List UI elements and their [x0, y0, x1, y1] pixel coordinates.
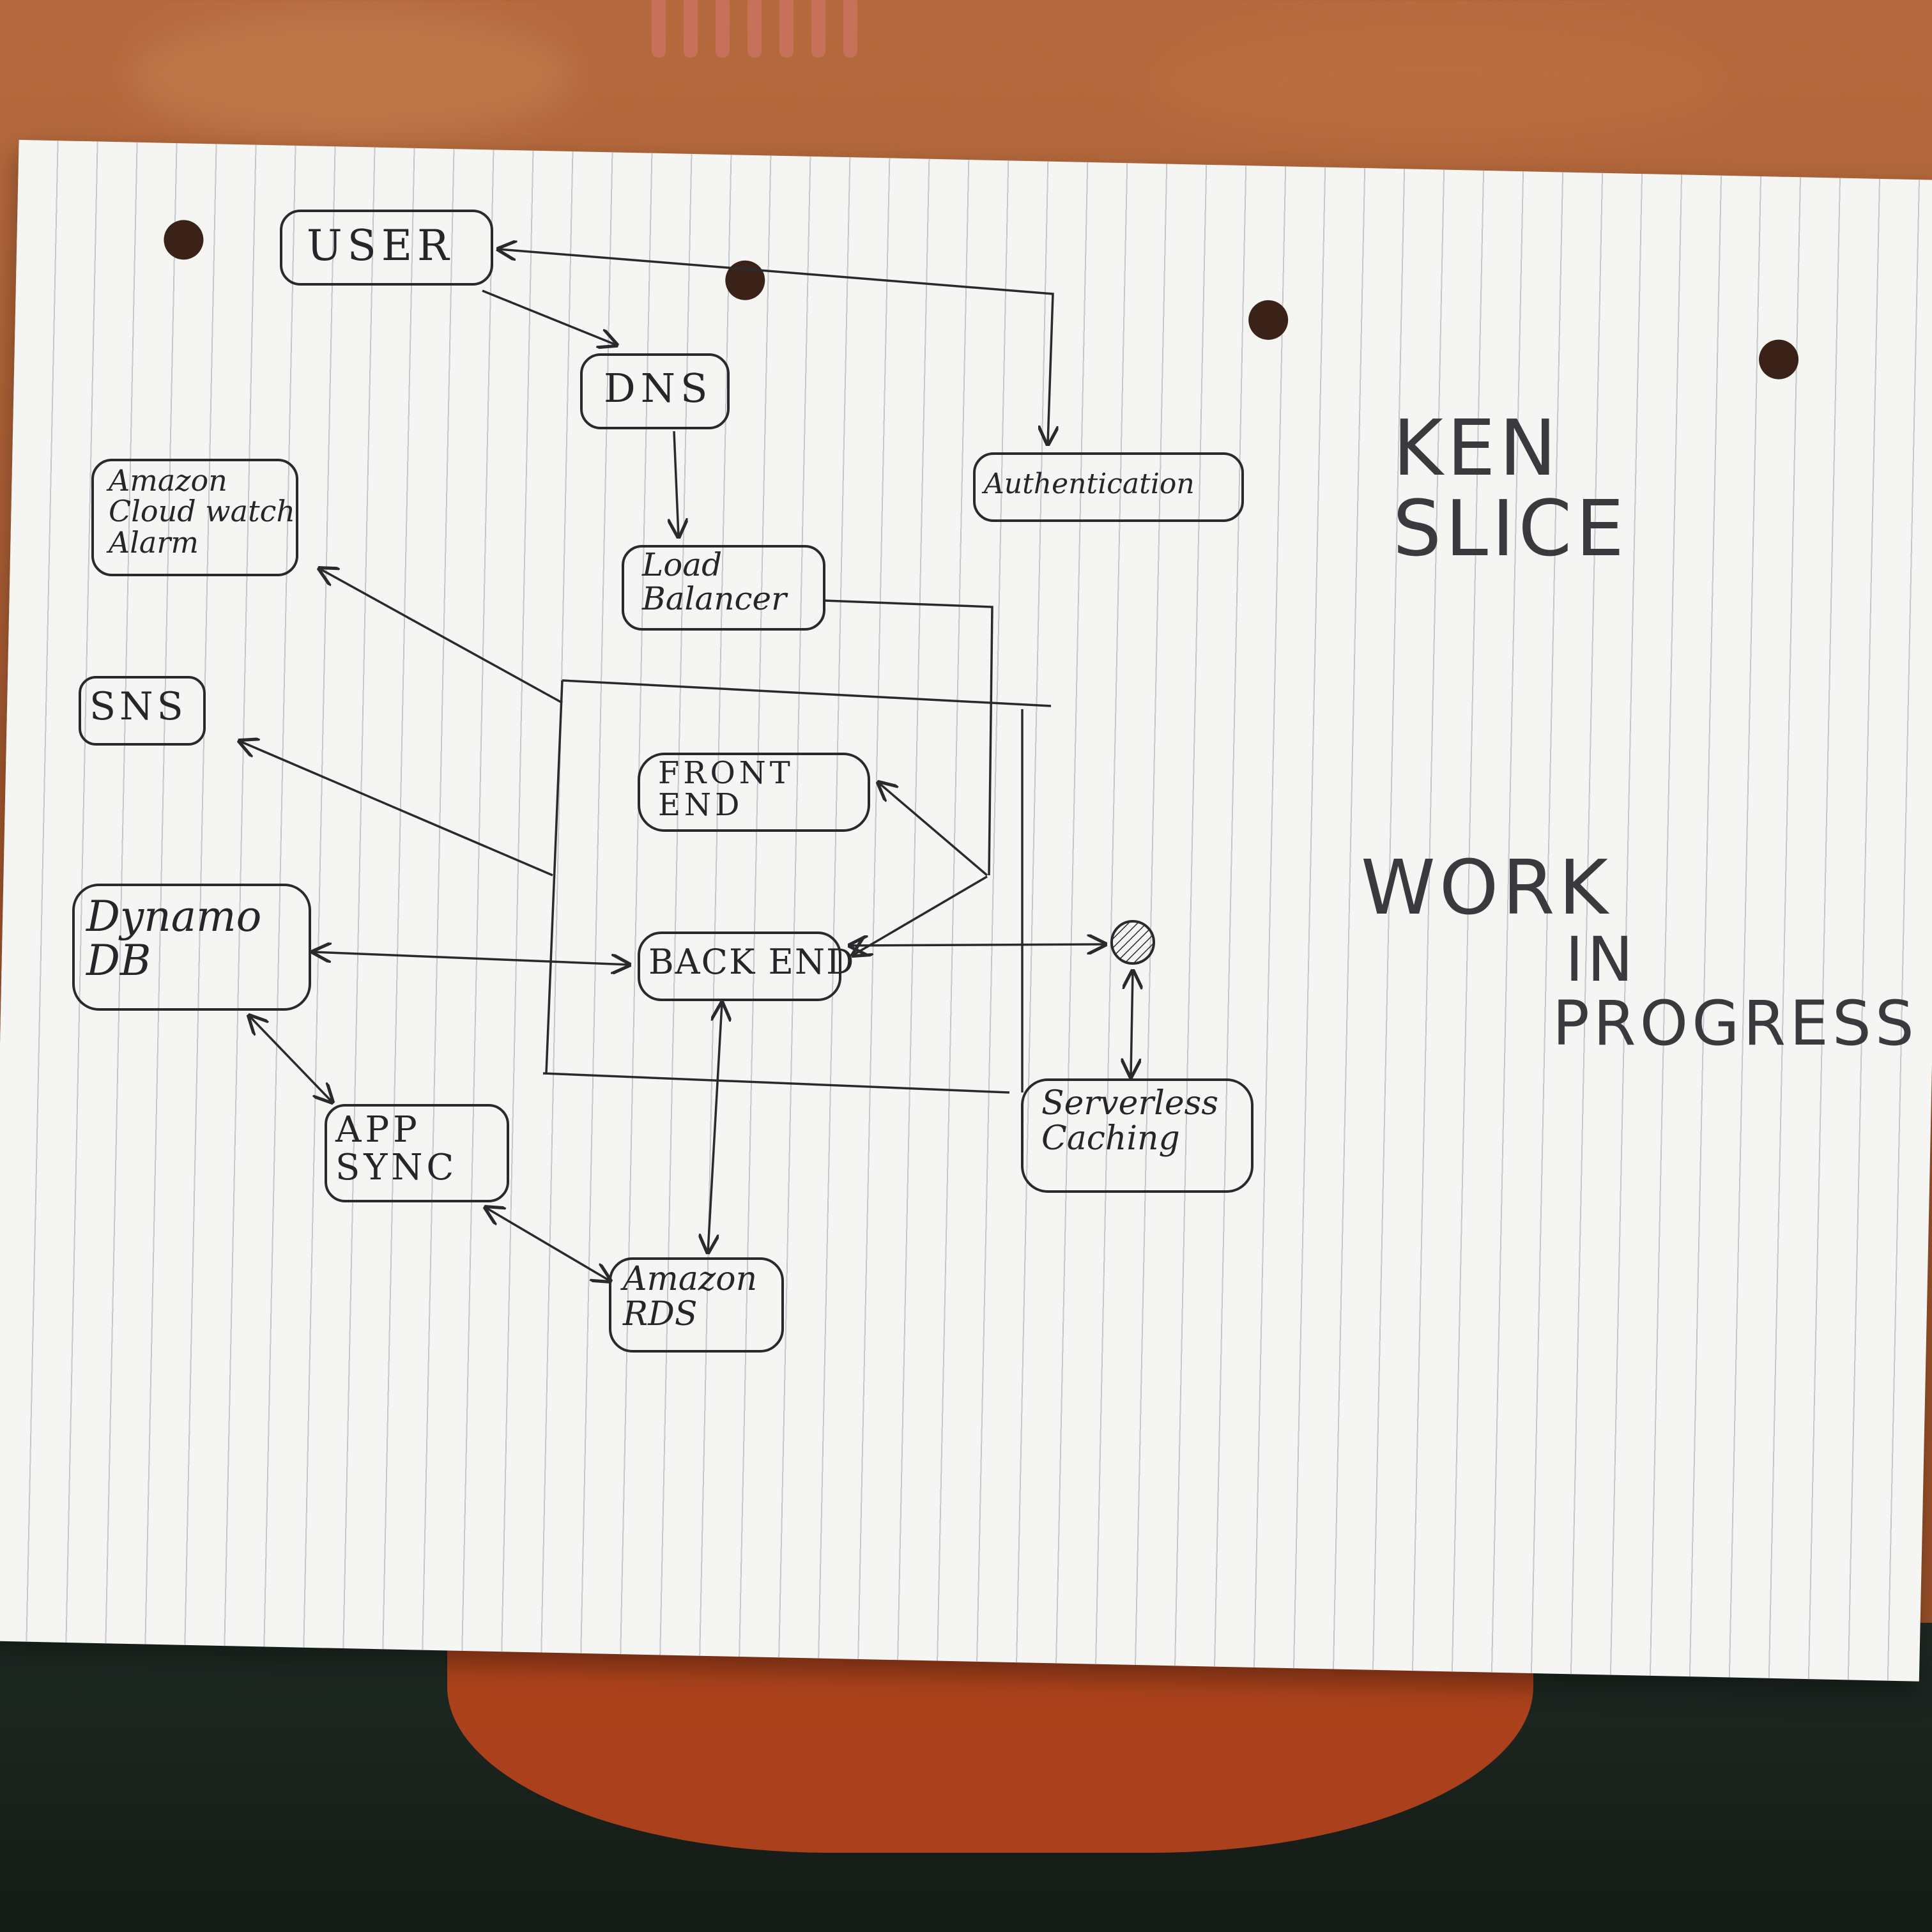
- dynamodb-label: Dynamo DB: [86, 892, 262, 986]
- sns-box: [79, 676, 206, 746]
- container-to-cloudwatch-arrow: [319, 569, 563, 704]
- user-label: USER: [307, 221, 454, 270]
- dynamodb-box: [72, 884, 311, 1011]
- cloudwatch-label: Amazon Cloud watch Alarm: [109, 463, 295, 560]
- amazon-rds-box: [609, 1257, 784, 1353]
- front-end-label: FRONT END: [658, 755, 794, 824]
- load-balancer-route: [824, 599, 993, 876]
- amazon-rds-label: Amazon RDS: [623, 1260, 758, 1333]
- sns-label: SNS: [89, 684, 187, 729]
- dns-label: DNS: [604, 365, 713, 411]
- table-stain: [1150, 26, 1725, 141]
- comb-object: [639, 0, 894, 64]
- front-end-box: [638, 753, 870, 832]
- service-container-frame: [542, 679, 1052, 1094]
- route-to-front-end-arrow: [878, 783, 988, 877]
- back-end-cache-link: [850, 944, 1105, 946]
- authentication-label: Authentication: [984, 468, 1195, 500]
- dynamodb-app-sync-link: [249, 1016, 332, 1102]
- dns-to-load-balancer-arrow: [674, 431, 678, 537]
- load-balancer-box: [622, 545, 825, 631]
- back-end-box: [638, 931, 841, 1001]
- cloudwatch-box: [91, 459, 298, 576]
- status-note-line: IN: [1565, 923, 1637, 995]
- cache-to-serverless-link: [1131, 971, 1133, 1077]
- container-to-sns-arrow: [240, 741, 553, 877]
- load-balancer-label: Load Balancer: [642, 546, 787, 617]
- dynamodb-back-end-link: [313, 952, 629, 965]
- authentication-box: [973, 452, 1244, 522]
- serverless-caching-label: Serverless Caching: [1041, 1084, 1219, 1158]
- serverless-caching-box: [1021, 1078, 1254, 1193]
- user-authentication-link: [498, 249, 1053, 444]
- status-note-line: WORK: [1361, 843, 1612, 931]
- app-sync-label: APP SYNC: [335, 1109, 458, 1188]
- user-box: [280, 210, 493, 286]
- cache-node: [1110, 920, 1155, 965]
- chair-seat: [447, 1636, 1533, 1853]
- back-end-label: BACK END: [648, 942, 855, 982]
- table-stain: [128, 13, 575, 141]
- user-to-dns-arrow: [482, 289, 617, 345]
- app-sync-box: [325, 1104, 509, 1202]
- status-note-line: PROGRESS: [1552, 988, 1918, 1060]
- route-to-back-end-arrow: [853, 875, 988, 955]
- back-end-rds-link: [708, 1003, 722, 1252]
- app-sync-rds-link: [486, 1208, 610, 1281]
- author-note: KEN SLICE: [1393, 404, 1629, 574]
